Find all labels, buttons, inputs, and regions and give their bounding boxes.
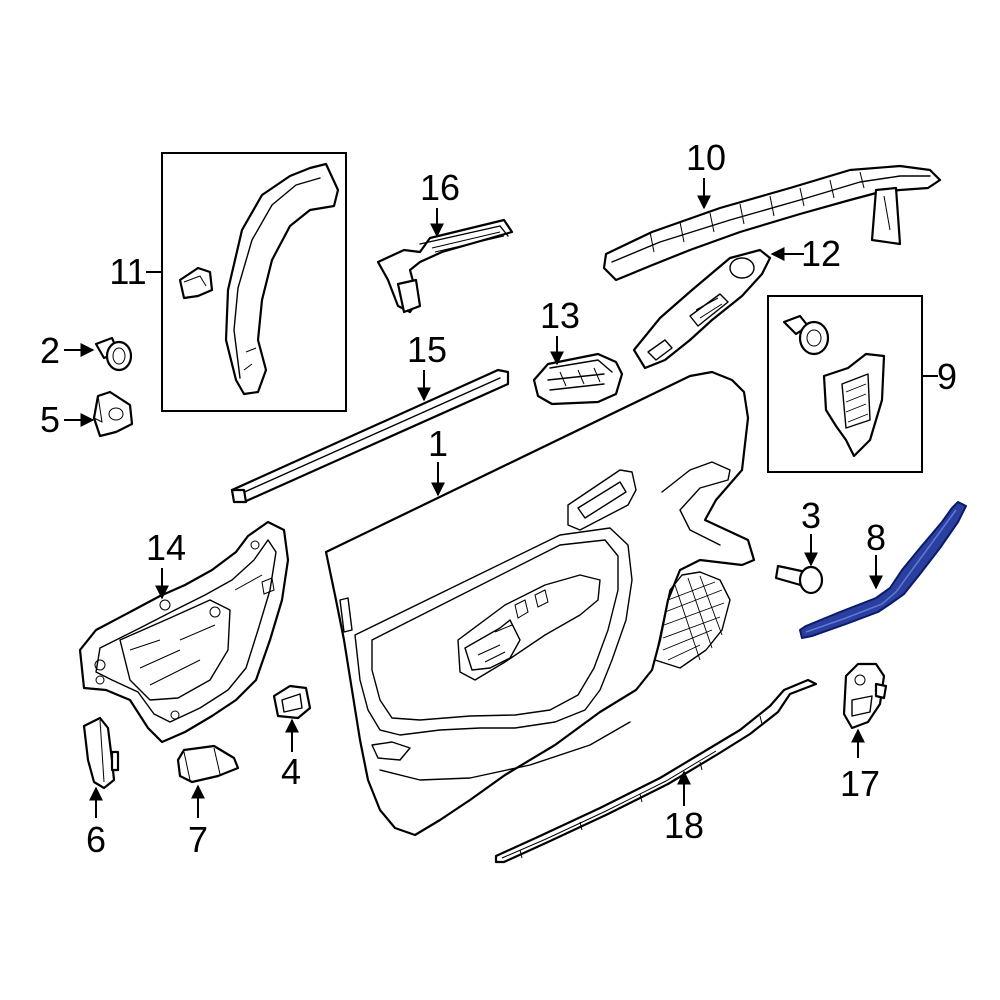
part-1-door-trim-panel[interactable] — [324, 370, 756, 837]
callouts: 1 2 3 4 5 6 7 8 9 10 11 12 13 14 15 16 1… — [40, 137, 957, 860]
callout-14: 14 — [146, 527, 186, 568]
part-17-sensor[interactable] — [842, 662, 888, 730]
callout-3: 3 — [801, 495, 821, 536]
callout-13: 13 — [540, 295, 580, 336]
part-12-switch-bezel[interactable] — [632, 248, 772, 370]
callout-11: 11 — [109, 251, 146, 292]
callout-18: 18 — [664, 805, 704, 846]
callout-17: 17 — [840, 763, 880, 804]
part-11-pillar-trim[interactable] — [178, 162, 340, 396]
callout-6: 6 — [86, 819, 106, 860]
callout-2: 2 — [40, 330, 60, 371]
callout-10: 10 — [686, 137, 726, 178]
part-15-weatherstrip[interactable] — [230, 368, 510, 504]
part-11-detail-box — [161, 152, 347, 412]
part-7-trim-cover[interactable] — [176, 744, 240, 784]
callout-16: 16 — [420, 167, 460, 208]
part-2-push-pin-clip[interactable] — [94, 336, 133, 372]
callout-5: 5 — [40, 399, 60, 440]
part-3-push-pin[interactable] — [774, 564, 824, 595]
part-16-window-switch[interactable] — [376, 218, 514, 314]
part-6-end-cap[interactable] — [82, 716, 120, 790]
callout-4: 4 — [281, 751, 301, 792]
part-13-switch-module[interactable] — [532, 352, 624, 406]
callout-9: 9 — [937, 356, 957, 397]
part-10-upper-rail[interactable] — [602, 164, 942, 282]
callout-15: 15 — [407, 329, 447, 370]
part-18-lower-strip[interactable] — [494, 678, 818, 864]
callout-7: 7 — [188, 819, 208, 860]
callout-8: 8 — [866, 517, 886, 558]
part-9-detail-box — [767, 295, 923, 473]
leaders — [64, 178, 938, 818]
callout-1: 1 — [428, 423, 448, 464]
part-4-switch[interactable] — [272, 684, 312, 720]
part-5-bracket[interactable] — [92, 390, 134, 438]
part-8-highlighted-weatherstrip[interactable] — [799, 501, 967, 639]
callout-12: 12 — [801, 233, 841, 274]
part-9-vent-and-clip[interactable] — [782, 314, 886, 458]
part-14-door-bracket[interactable] — [78, 520, 290, 744]
